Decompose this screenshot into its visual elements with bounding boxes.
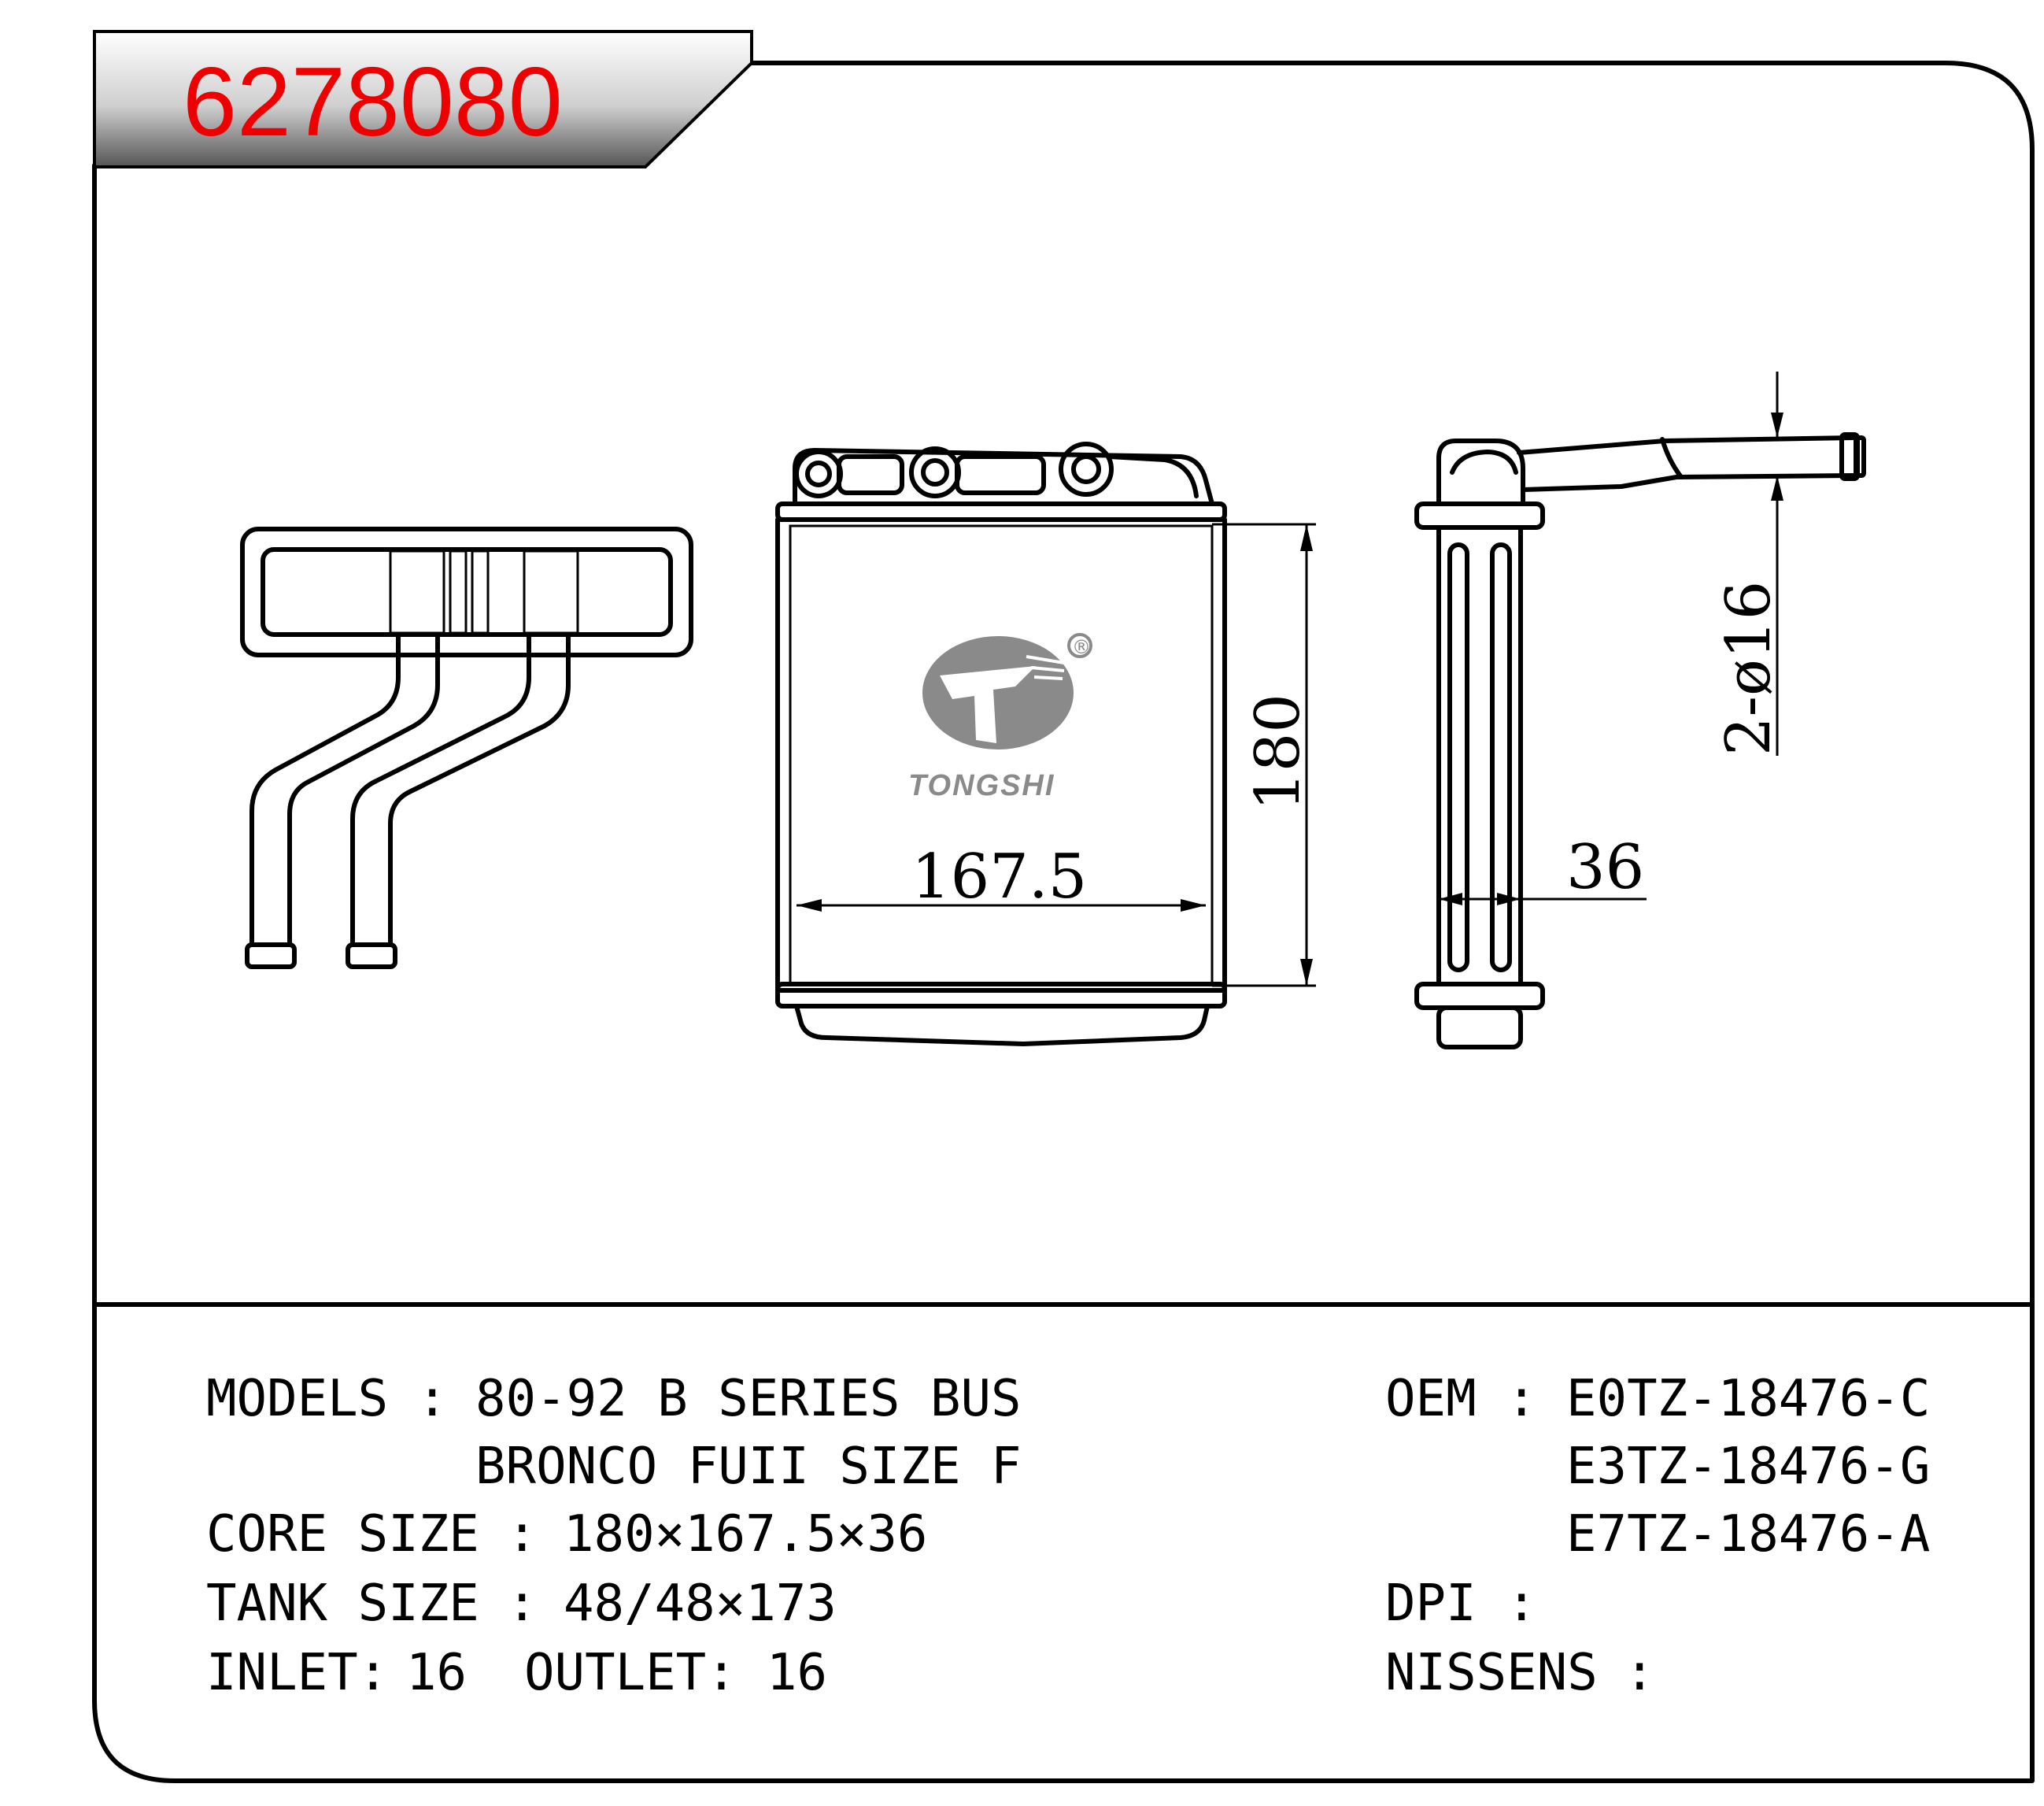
registered-mark: ® <box>1072 636 1091 658</box>
brand-name: TONGSHI <box>908 769 1055 802</box>
models-value-line1: 80-92 B SERIES BUS <box>475 1370 1022 1428</box>
nissens-label: NISSENS <box>1385 1644 1598 1702</box>
models-separator: : <box>417 1370 448 1428</box>
inlet-value: 16 <box>406 1644 467 1702</box>
core-size-value: 180×167.5×36 <box>564 1505 927 1564</box>
tank-size-label: TANK SIZE <box>206 1575 479 1633</box>
tank-size-separator: : <box>507 1575 538 1633</box>
oem-label: OEM <box>1385 1370 1477 1428</box>
height-dimension: 180 <box>1243 694 1314 811</box>
models-value-line2: BRONCO FUII SIZE F <box>475 1438 1022 1496</box>
logo-mark-icon <box>922 636 1074 749</box>
top-view <box>240 527 693 969</box>
core-size-separator: : <box>507 1505 538 1564</box>
pipe-dimension: 2-ø16 <box>1713 581 1784 756</box>
depth-dimension: 36 <box>1566 832 1644 903</box>
oem-number-1: E0TZ-18476-C <box>1566 1370 1930 1428</box>
core-size-label: CORE SIZE <box>206 1505 479 1564</box>
dpi-label: DPI <box>1385 1575 1477 1633</box>
oem-separator: : <box>1506 1370 1537 1428</box>
tank-size-value: 48/48×173 <box>564 1575 837 1633</box>
drawing-frame <box>92 61 2035 1783</box>
oem-number-3: E7TZ-18476-A <box>1566 1505 1930 1564</box>
oem-number-2: E3TZ-18476-G <box>1566 1438 1930 1496</box>
part-number-tab: 6278080 <box>93 30 753 168</box>
part-number: 6278080 <box>183 48 563 157</box>
registered-mark-icon <box>1067 633 1092 658</box>
width-dimension: 167.5 <box>911 842 1087 912</box>
inlet-label: INLET: <box>206 1644 388 1702</box>
side-view: 36 2-ø16 <box>1414 372 1866 1049</box>
spec-block: MODELS : 80-92 B SERIES BUS BRONCO FUII … <box>206 1370 1930 1702</box>
outlet-label: OUTLET: <box>524 1644 737 1702</box>
models-label: MODELS <box>206 1370 388 1428</box>
outlet-value: 16 <box>767 1644 827 1702</box>
front-view: 167.5 180 <box>775 442 1316 1046</box>
brand-logo: ® TONGSHI <box>908 633 1092 802</box>
nissens-separator: : <box>1624 1644 1655 1702</box>
dpi-separator: : <box>1506 1575 1537 1633</box>
